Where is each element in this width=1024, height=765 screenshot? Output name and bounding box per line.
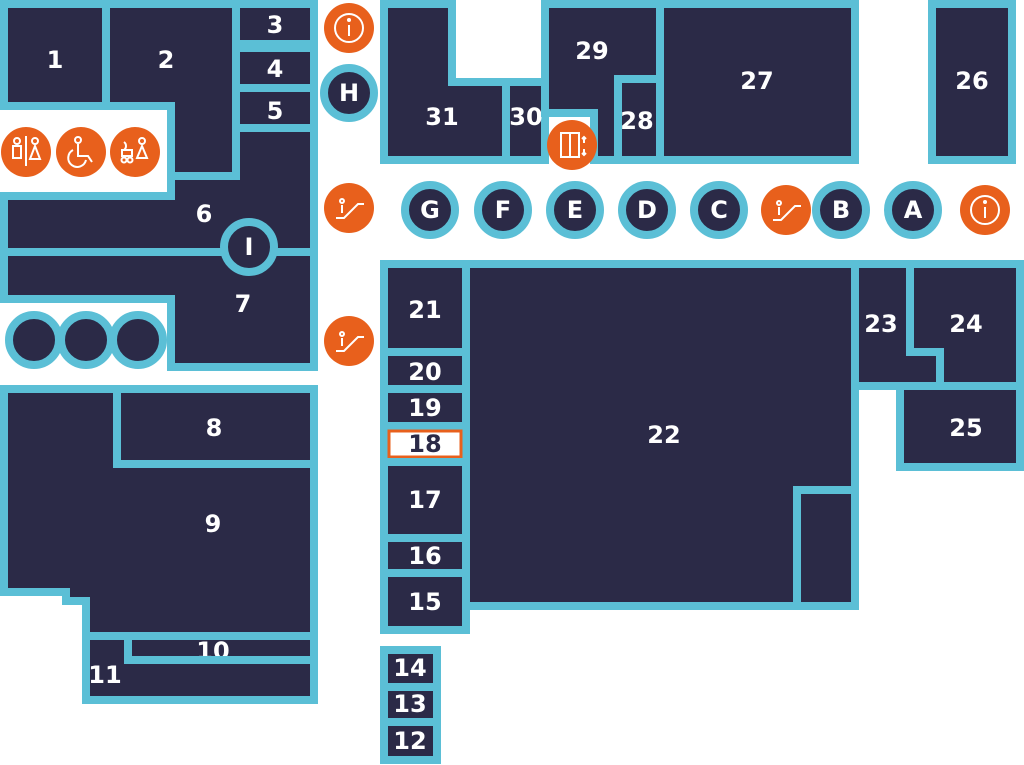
shop-16[interactable]: 16	[380, 534, 470, 577]
baby-change-icon[interactable]	[110, 127, 160, 177]
gate-A[interactable]: A	[884, 181, 942, 239]
accessible-icon[interactable]	[56, 127, 106, 177]
shop-28[interactable]: 28	[614, 75, 664, 164]
shop-21[interactable]: 21	[380, 260, 470, 356]
gate-F[interactable]: F	[474, 181, 532, 239]
shop-17[interactable]: 17	[380, 458, 470, 542]
shop-20[interactable]: 20	[380, 348, 470, 393]
shop-30[interactable]: 30	[502, 78, 549, 164]
escalator-icon[interactable]	[761, 185, 811, 235]
gate-H[interactable]: H	[320, 64, 378, 122]
shop-5[interactable]: 5	[232, 84, 318, 132]
shop-13[interactable]: 13	[380, 683, 441, 726]
gate-B[interactable]: B	[812, 181, 870, 239]
gate-D[interactable]: D	[618, 181, 676, 239]
shop-12[interactable]: 12	[380, 718, 441, 764]
info-icon[interactable]	[324, 3, 374, 53]
gate-I[interactable]: I	[220, 218, 278, 276]
shop-19[interactable]: 19	[380, 385, 470, 430]
shop-8[interactable]: 8	[113, 385, 318, 468]
kiosk-2[interactable]	[57, 311, 115, 369]
shop-26[interactable]: 26	[928, 0, 1016, 164]
gate-G[interactable]: G	[401, 181, 459, 239]
gate-E[interactable]: E	[546, 181, 604, 239]
elevator-icon[interactable]	[547, 120, 597, 170]
kiosk-3[interactable]	[109, 311, 167, 369]
shop-25[interactable]: 25	[896, 382, 1024, 471]
shop-4[interactable]: 4	[232, 44, 318, 92]
kiosk-1[interactable]	[5, 311, 63, 369]
toilets-icon[interactable]	[1, 127, 51, 177]
shop-1[interactable]: 1	[0, 0, 110, 110]
shop-31[interactable]: 31	[380, 0, 510, 164]
shop-14[interactable]: 14	[380, 646, 441, 691]
gate-C[interactable]: C	[690, 181, 748, 239]
info-icon[interactable]	[960, 185, 1010, 235]
escalator-icon[interactable]	[324, 183, 374, 233]
shop-27[interactable]: 27	[656, 0, 859, 164]
shop-3[interactable]: 3	[232, 0, 318, 48]
escalator-icon[interactable]	[324, 316, 374, 366]
shop-22[interactable]: 22	[462, 260, 859, 610]
shop-18-selected[interactable]: 18	[380, 422, 470, 466]
shop-15[interactable]: 15	[380, 569, 470, 634]
